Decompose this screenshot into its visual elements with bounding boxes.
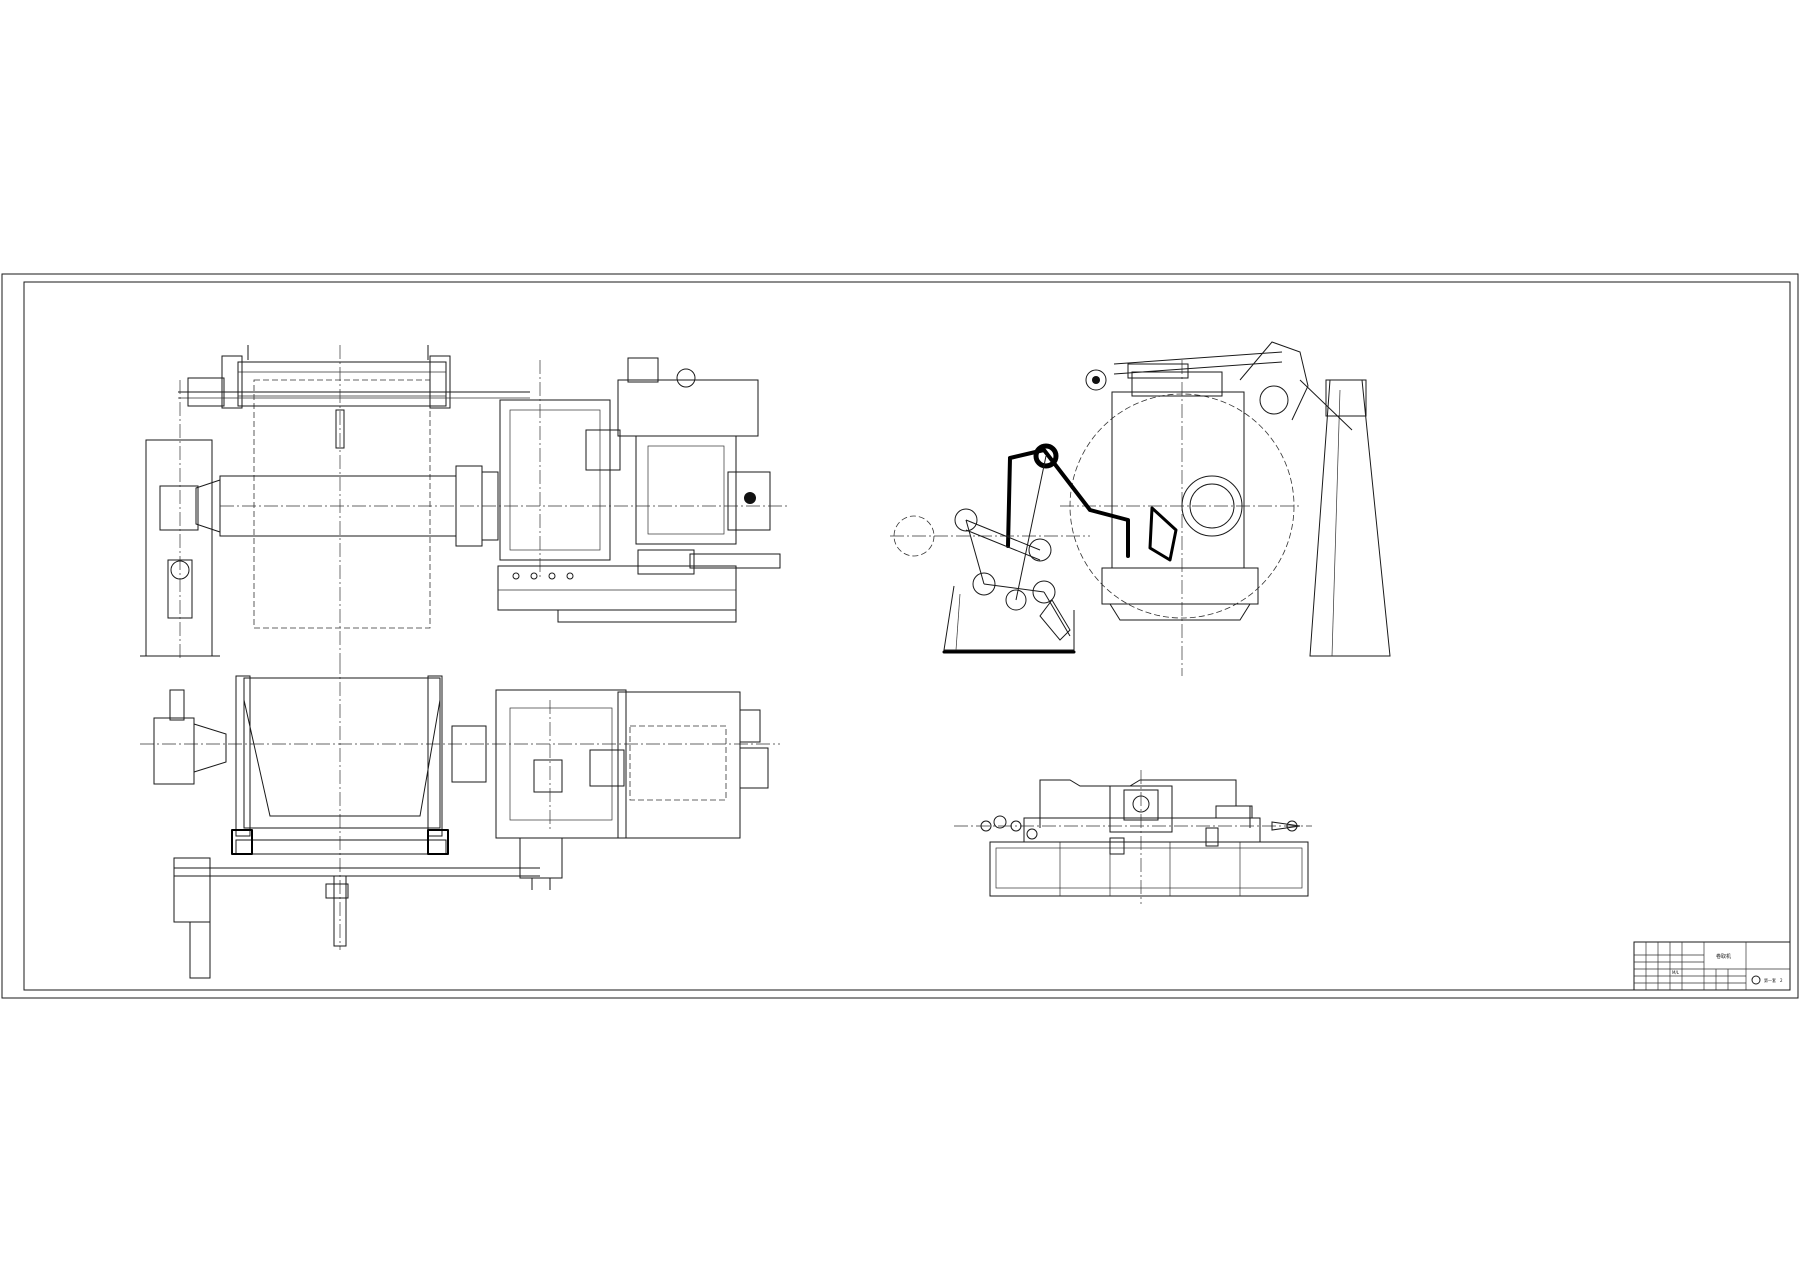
sheet-count: 2 xyxy=(1780,978,1783,983)
projection-symbol-icon xyxy=(1751,975,1761,985)
detail-view xyxy=(954,770,1312,904)
outer-border xyxy=(1,273,1799,999)
title-block: 卷取机 M/L 第一套 2 xyxy=(1633,941,1791,991)
sheet-label: 第一套 xyxy=(1764,977,1776,983)
inner-border xyxy=(23,281,1791,991)
scale-note: M/L xyxy=(1672,970,1680,975)
drawing-name: 卷取机 xyxy=(1716,953,1731,960)
front-view xyxy=(140,345,790,660)
side-view xyxy=(890,341,1391,676)
plan-view xyxy=(140,660,780,979)
